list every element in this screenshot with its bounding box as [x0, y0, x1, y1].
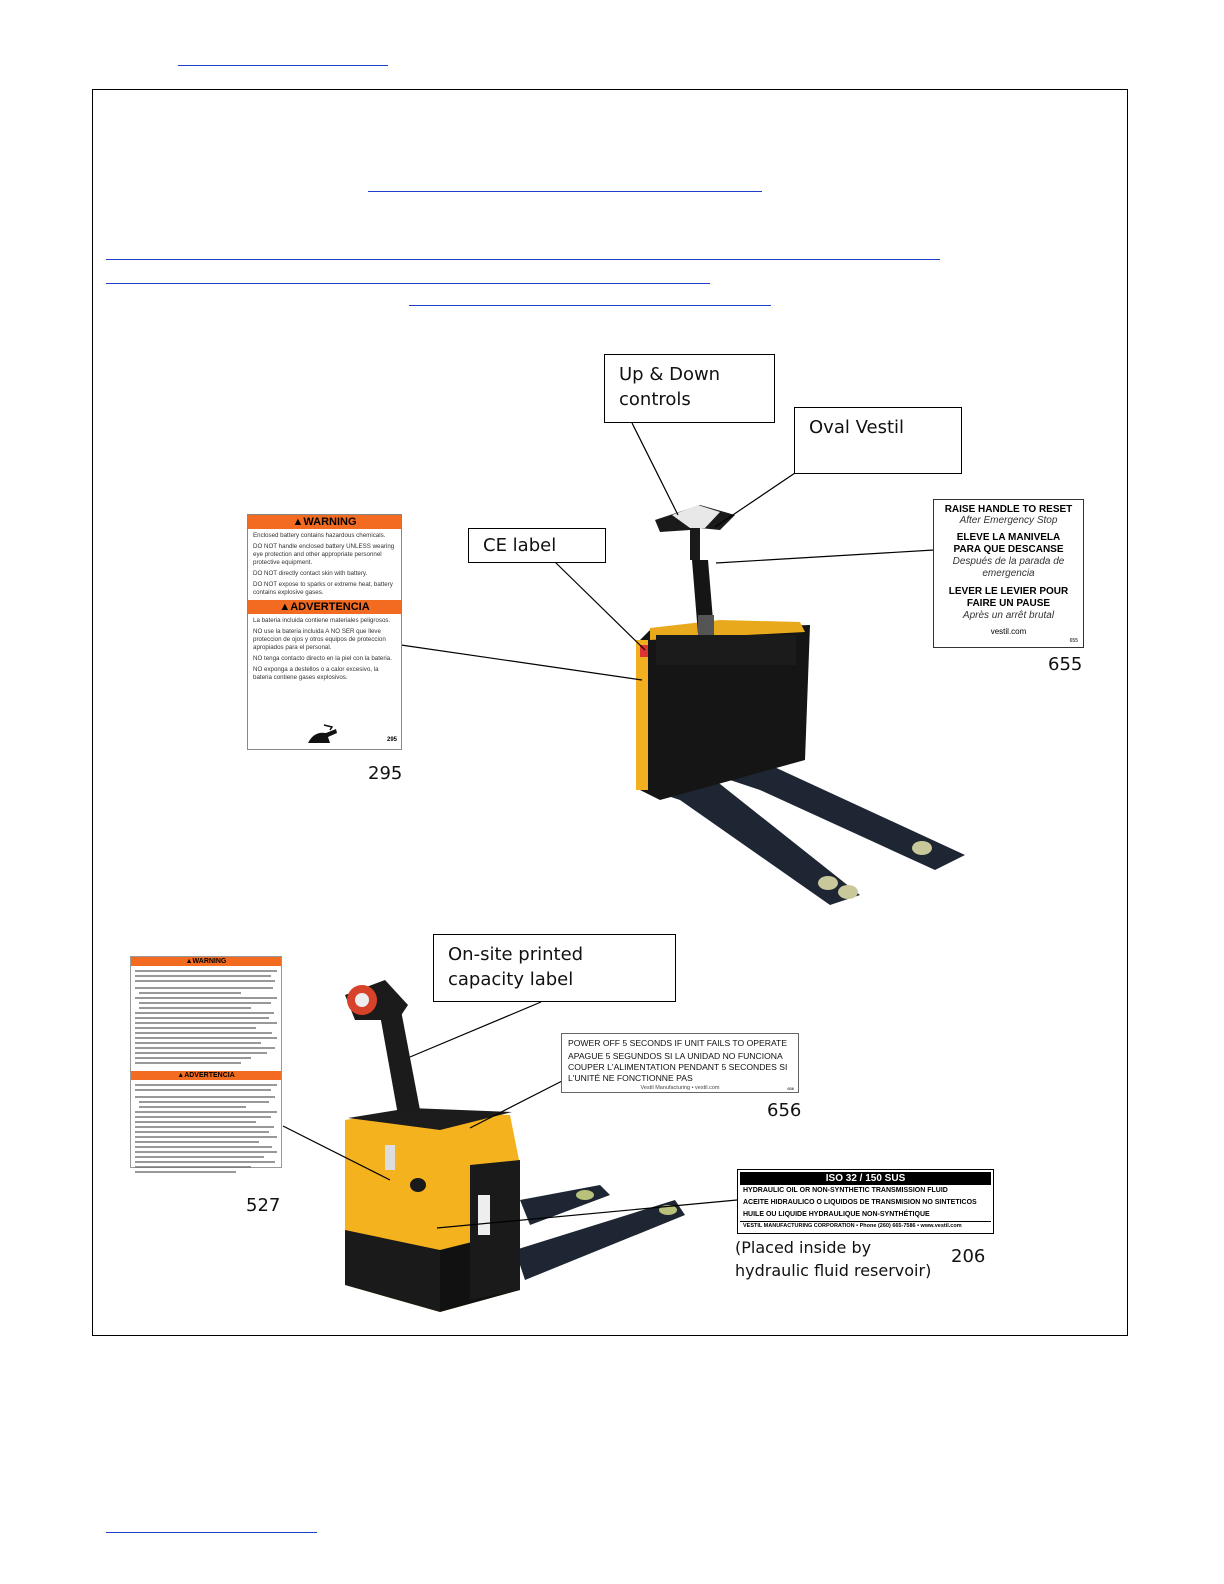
- bottom-truck: [345, 980, 685, 1312]
- label-655-l4: Después de la parada de emergencia: [944, 556, 1073, 580]
- label-527: ▲WARNING ▲ADVERTENCIA: [130, 956, 282, 1168]
- label-655: RAISE HANDLE TO RESET After Emergency St…: [933, 499, 1084, 648]
- label-206-header: ISO 32 / 150 SUS: [826, 1173, 906, 1184]
- callout-up-down-text: Up & Down controls: [619, 364, 720, 410]
- label-656-l3: COUPER L'ALIMENTATION PENDANT 5 SECONDES…: [568, 1062, 792, 1084]
- label-655-l6: Après un arrêt brutal: [934, 610, 1083, 621]
- label-656-footer: Vestil Manufacturing • vestil.com: [562, 1085, 798, 1091]
- label-206-placement-note: (Placed inside by hydraulic fluid reserv…: [735, 1236, 940, 1282]
- label-number-295: 295: [368, 763, 402, 784]
- label-295-w4: DO NOT expose to sparks or extreme heat,…: [253, 581, 396, 597]
- label-295-w3: DO NOT directly contact skin with batter…: [253, 570, 396, 578]
- label-527-warning: WARNING: [193, 958, 227, 965]
- label-656: POWER OFF 5 SECONDS IF UNIT FAILS TO OPE…: [561, 1033, 799, 1093]
- label-527-advertencia-bar: ▲ADVERTENCIA: [131, 1071, 281, 1080]
- label-number-656: 656: [767, 1100, 801, 1121]
- label-206-l2: ACEITE HIDRAULICO O LIQUIDOS DE TRANSMIS…: [743, 1197, 988, 1209]
- label-295-advertencia: ADVERTENCIA: [290, 601, 369, 613]
- label-655-site: vestil.com: [934, 627, 1083, 636]
- callout-ce-label: CE label: [468, 528, 606, 563]
- callout-ce-label-text: CE label: [483, 535, 556, 556]
- label-527-fine-print-bottom: [131, 1080, 281, 1175]
- label-527-fine-print-top: [131, 966, 281, 1066]
- label-656-l2: APAGUE 5 SEGUNDOS SI LA UNIDAD NO FUNCIO…: [568, 1050, 792, 1063]
- label-295-a2: NO use la bateria incluida A NO SER que …: [253, 628, 396, 652]
- label-number-527: 527: [246, 1195, 280, 1216]
- callout-capacity-label: On-site printed capacity label: [433, 934, 676, 1002]
- label-206-l3: HUILE OU LIQUIDE HYDRAULIQUE NON-SYNTHÉT…: [743, 1209, 988, 1221]
- warning-triangle-icon: ▲: [186, 958, 193, 965]
- label-655-l1: RAISE HANDLE TO RESET: [934, 504, 1083, 515]
- label-655-l2: After Emergency Stop: [934, 515, 1083, 526]
- label-295-w1: Enclosed battery contains hazardous chem…: [253, 532, 396, 540]
- label-number-206: 206: [951, 1246, 985, 1267]
- label-206-header-bar: ISO 32 / 150 SUS: [740, 1172, 991, 1185]
- callout-oval-vestil: Oval Vestil: [794, 407, 962, 474]
- callout-oval-vestil-text: Oval Vestil: [809, 417, 904, 438]
- label-527-warning-bar: ▲WARNING: [131, 957, 281, 966]
- label-295-warning-bar: ▲WARNING: [248, 515, 401, 529]
- label-295-warning: WARNING: [303, 516, 356, 528]
- label-206-footer: VESTIL MANUFACTURING CORPORATION • Phone…: [740, 1221, 991, 1230]
- top-truck: [636, 505, 965, 905]
- label-655-l3: ELEVE LA MANIVELA PARA QUE DESCANSE: [942, 532, 1075, 556]
- label-295-a4: NO exponga a destellos o a calor excesiv…: [253, 666, 396, 682]
- label-656-code: 656: [787, 1086, 794, 1091]
- hand-chemical-icon: [306, 723, 340, 747]
- callout-up-down-controls: Up & Down controls: [604, 354, 775, 423]
- label-656-l1: POWER OFF 5 SECONDS IF UNIT FAILS TO OPE…: [568, 1037, 792, 1050]
- label-295-code: 295: [387, 737, 397, 743]
- label-295-w2: DO NOT handle enclosed battery UNLESS we…: [253, 543, 396, 567]
- label-655-code: 655: [1070, 638, 1078, 644]
- label-295-advertencia-bar: ▲ADVERTENCIA: [248, 600, 401, 614]
- label-295: ▲WARNING Enclosed battery contains hazar…: [247, 514, 402, 750]
- label-295-a1: La bateria incluida contiene materiales …: [253, 617, 396, 625]
- warning-triangle-icon: ▲: [292, 516, 303, 528]
- label-295-a3: NO tenga contacto directo en la piel con…: [253, 655, 396, 663]
- label-655-l5: LEVER LE LEVIER POUR FAIRE UN PAUSE: [942, 586, 1075, 610]
- label-206-l1: HYDRAULIC OIL OR NON-SYNTHETIC TRANSMISS…: [743, 1185, 988, 1197]
- callout-capacity-text: On-site printed capacity label: [448, 944, 583, 990]
- warning-triangle-icon: ▲: [279, 601, 290, 613]
- label-527-advertencia: ADVERTENCIA: [184, 1072, 235, 1079]
- label-206: ISO 32 / 150 SUS HYDRAULIC OIL OR NON-SY…: [737, 1169, 994, 1234]
- label-number-655: 655: [1048, 654, 1082, 675]
